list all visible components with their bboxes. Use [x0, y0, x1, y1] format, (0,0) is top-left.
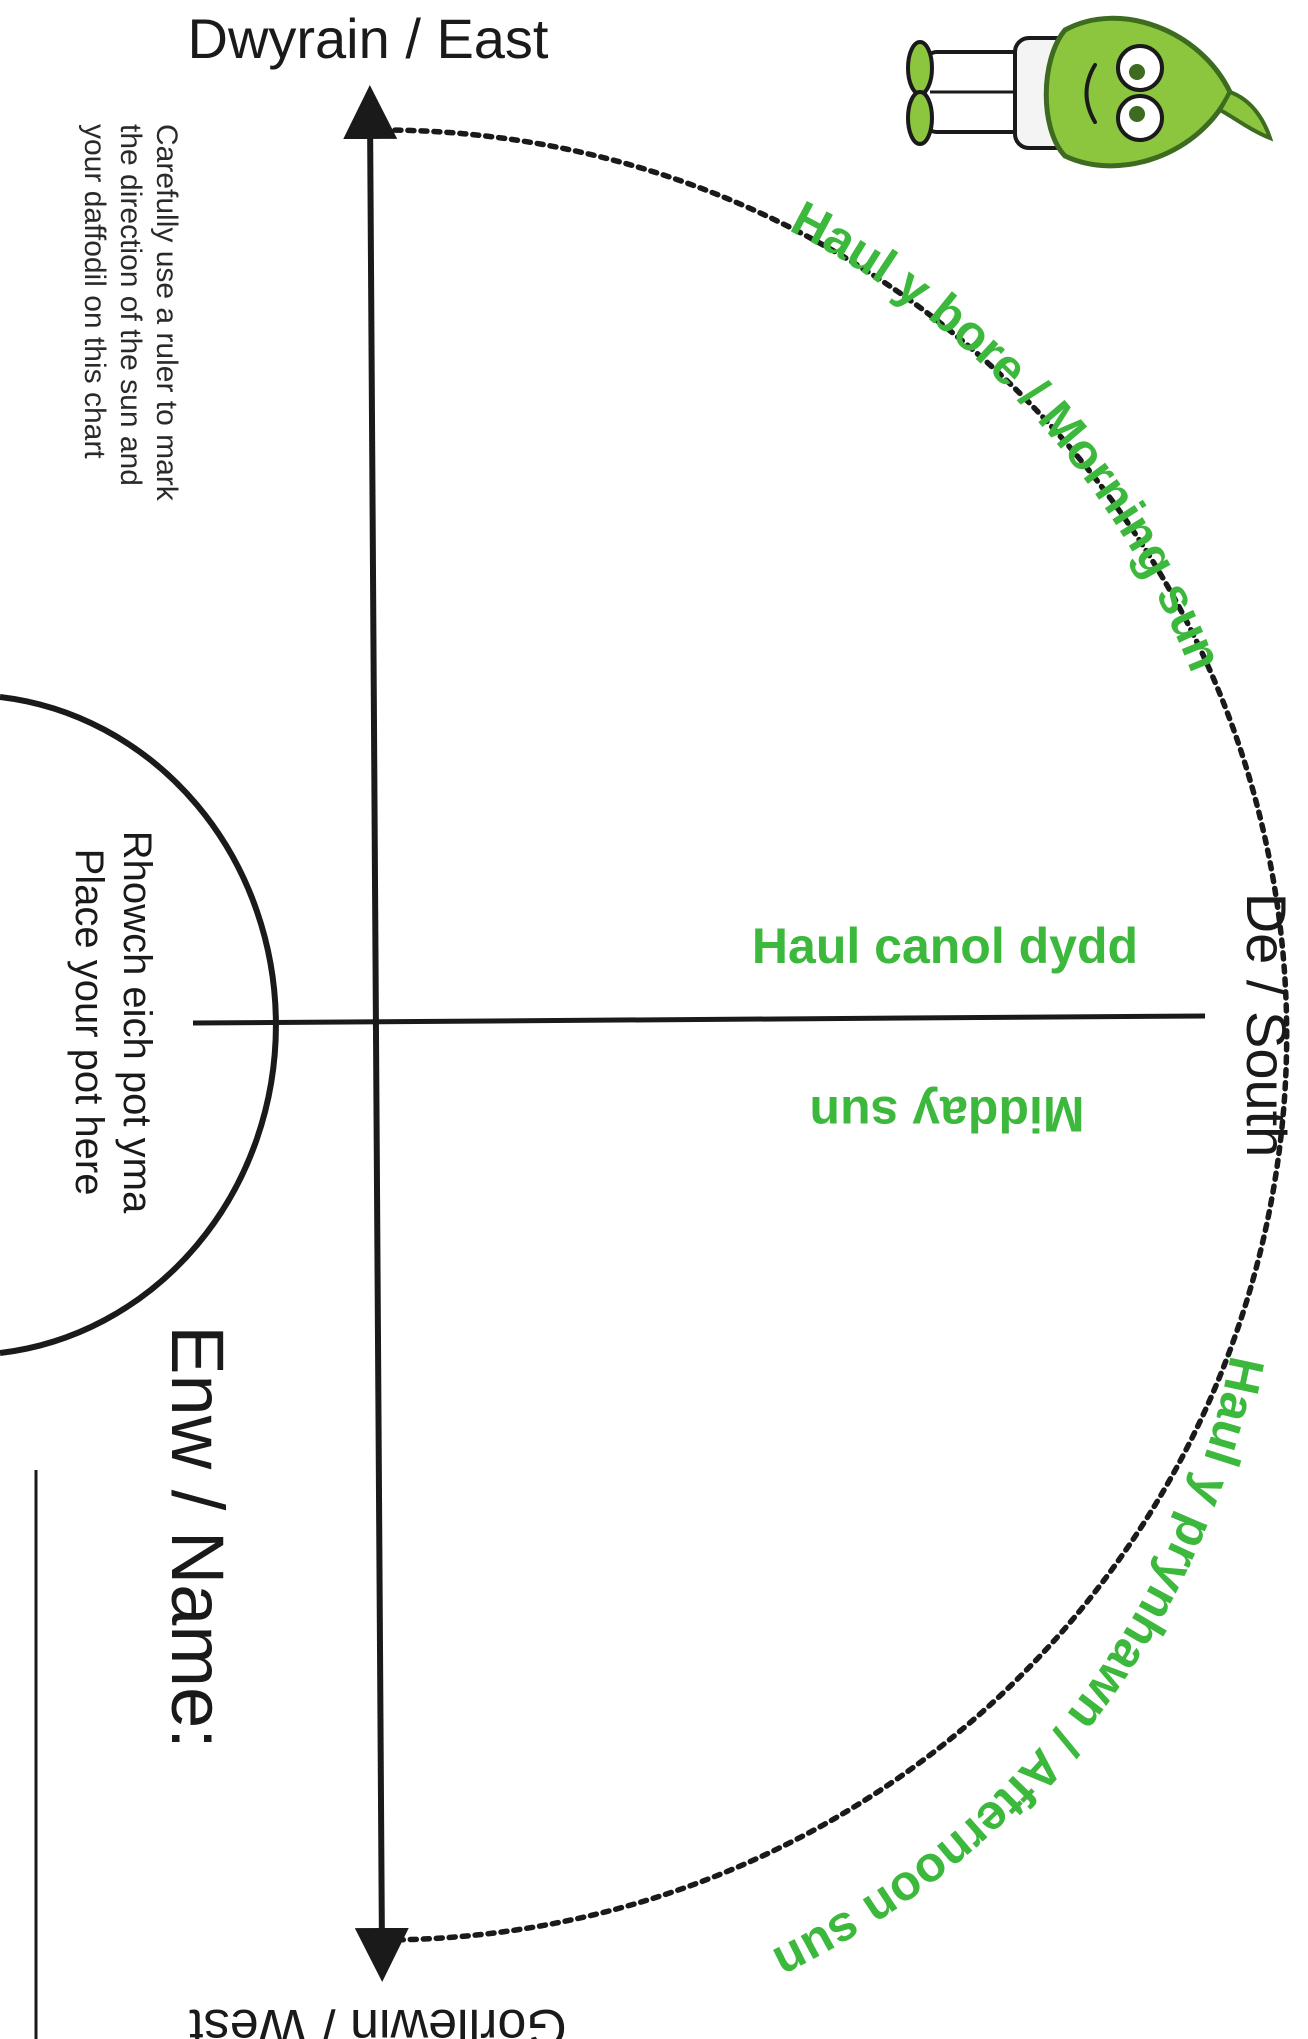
- east-label: Dwyrain / East: [188, 7, 549, 70]
- name-field-label: Enw / Name:: [156, 1325, 239, 1749]
- south-axis-line: [192, 1013, 1206, 1026]
- instructions-line-2: the direction of the sun and: [114, 124, 147, 486]
- morning-sun-label: Haul y bore / Morning sun: [783, 190, 1234, 678]
- midday-sun-english-label: Midday sun: [809, 1086, 1084, 1142]
- pot-placement-arc: [0, 694, 279, 1356]
- south-label: De / South: [1235, 893, 1298, 1158]
- west-label: Gorllewin / West: [189, 1998, 567, 2039]
- pot-label-welsh: Rhowch eich pot yma: [115, 831, 159, 1214]
- sun-path-dotted-arc: [379, 127, 1290, 1943]
- instructions-line-3: your daffodil on this chart: [78, 124, 111, 459]
- instructions-line-1: Carefully use a ruler to mark: [150, 124, 183, 502]
- pot-label-english: Place your pot here: [67, 849, 111, 1196]
- afternoon-sun-label: Haul y prynhawn / Afternoon sun: [765, 1352, 1275, 1991]
- midday-sun-welsh-label: Haul canol dydd: [752, 918, 1138, 974]
- east-west-axis-arrow: [343, 85, 409, 1982]
- instructions-text: Carefully use a ruler to mark the direct…: [78, 124, 183, 502]
- daffodil-bulb-mascot-icon: [906, 15, 1274, 169]
